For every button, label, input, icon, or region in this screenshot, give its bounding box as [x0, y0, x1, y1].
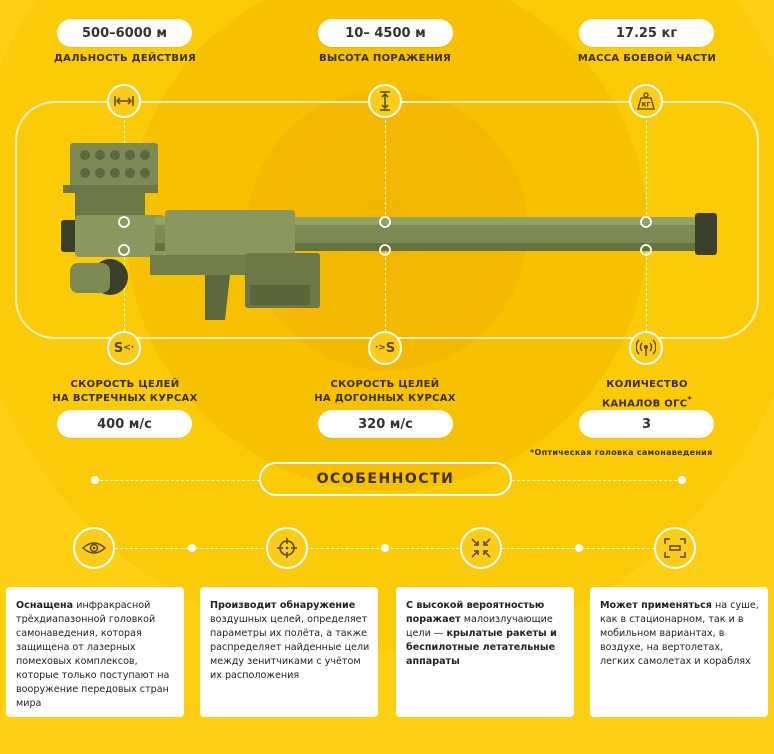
feature-text: воздушных целей, определяет параметры их…: [210, 614, 370, 681]
altitude-value: 10– 4500 м: [318, 19, 453, 47]
connector-line: [646, 115, 647, 215]
feature-card: С высокой вероятностью поражает малоизлу…: [396, 587, 574, 717]
head-on-label-line2: НА ВСТРЕЧНЫХ КУРСАХ: [52, 393, 198, 404]
channels-label-line1: КОЛИЧЕСТВО: [606, 379, 688, 390]
channels-label-line2: КАНАЛОВ ОГС: [601, 398, 688, 410]
connector-dot: [575, 544, 583, 552]
weight-icon-text: КГ: [642, 102, 651, 109]
pursuit-label: СКОРОСТЬ ЦЕЛЕЙ НА ДОГОННЫХ КУРСАХ: [300, 378, 470, 406]
feature-card: Может применяться на суше, как в стацион…: [590, 587, 768, 717]
frame-target-icon: [654, 527, 696, 569]
speed-head-on-icon-text: S: [113, 340, 124, 356]
feature-bold: Оснащена: [16, 600, 74, 611]
divider-dot: [91, 476, 99, 484]
weapon-illustration: [61, 143, 717, 320]
pursuit-label-line1: СКОРОСТЬ ЦЕЛЕЙ: [330, 379, 440, 390]
converge-arrows-icon: [460, 527, 502, 569]
connector-line: [646, 252, 647, 332]
head-on-label: СКОРОСТЬ ЦЕЛЕЙ НА ВСТРЕЧНЫХ КУРСАХ: [40, 378, 210, 406]
feature-bold: Может применяться: [600, 600, 712, 611]
feature-card: Оснащена инфракрасной трёхдиапазонной го…: [6, 587, 184, 717]
feature-text: на суше, как в стационарном, так и в моб…: [600, 600, 759, 667]
speed-pursuit-icon-text: S: [385, 340, 396, 356]
features-title-text: ОСОБЕННОСТИ: [316, 471, 455, 487]
feature-text: инфракрасной трёхдиапазонной головкой са…: [16, 600, 170, 709]
divider-left: [95, 480, 260, 481]
range-value: 500–6000 м: [57, 19, 192, 47]
warhead-label: МАССА БОЕВОЙ ЧАСТИ: [577, 53, 717, 64]
feature-bold: С высокой вероятностью поражает: [406, 600, 545, 625]
altitude-arrows-icon: [368, 84, 402, 118]
warhead-value: 17.25 кг: [579, 19, 714, 47]
channels-asterisk: *: [687, 394, 693, 404]
altitude-label: ВЫСОТА ПОРАЖЕНИЯ: [318, 53, 452, 64]
feature-bold: Производит обнаружение: [210, 600, 356, 611]
speed-pursuit-icon: ·>S: [368, 331, 402, 365]
range-arrows-icon: [107, 84, 141, 118]
connector-dot: [188, 544, 196, 552]
eye-icon: [73, 527, 115, 569]
channels-label: КОЛИЧЕСТВО КАНАЛОВ ОГС*: [562, 378, 732, 411]
connector-line: [385, 252, 386, 332]
footnote: *Оптическая головка самонаведения: [530, 448, 713, 457]
features-title: ОСОБЕННОСТИ: [259, 462, 512, 496]
pursuit-value: 320 м/с: [318, 410, 453, 438]
channels-value: 3: [579, 410, 714, 438]
feature-card: Производит обнаружение воздушных целей, …: [200, 587, 378, 717]
weight-icon: КГ: [629, 84, 663, 118]
head-on-value: 400 м/с: [57, 410, 192, 438]
pursuit-label-line2: НА ДОГОННЫХ КУРСАХ: [314, 393, 456, 404]
speed-head-on-icon: S<·: [107, 331, 141, 365]
divider-dot: [678, 476, 686, 484]
feature-text: малоизлучающие цели —: [406, 614, 553, 639]
divider-right: [512, 480, 682, 481]
connector-dot: [381, 544, 389, 552]
signal-icon: [629, 331, 663, 365]
connector-line: [124, 252, 125, 332]
crosshair-icon: [266, 527, 308, 569]
connector-line: [385, 115, 386, 215]
feature-bold-2: крылатые ракеты и беспилотные летательны…: [406, 628, 557, 667]
range-label: ДАЛЬНОСТЬ ДЕЙСТВИЯ: [53, 53, 197, 64]
head-on-label-line1: СКОРОСТЬ ЦЕЛЕЙ: [70, 379, 180, 390]
